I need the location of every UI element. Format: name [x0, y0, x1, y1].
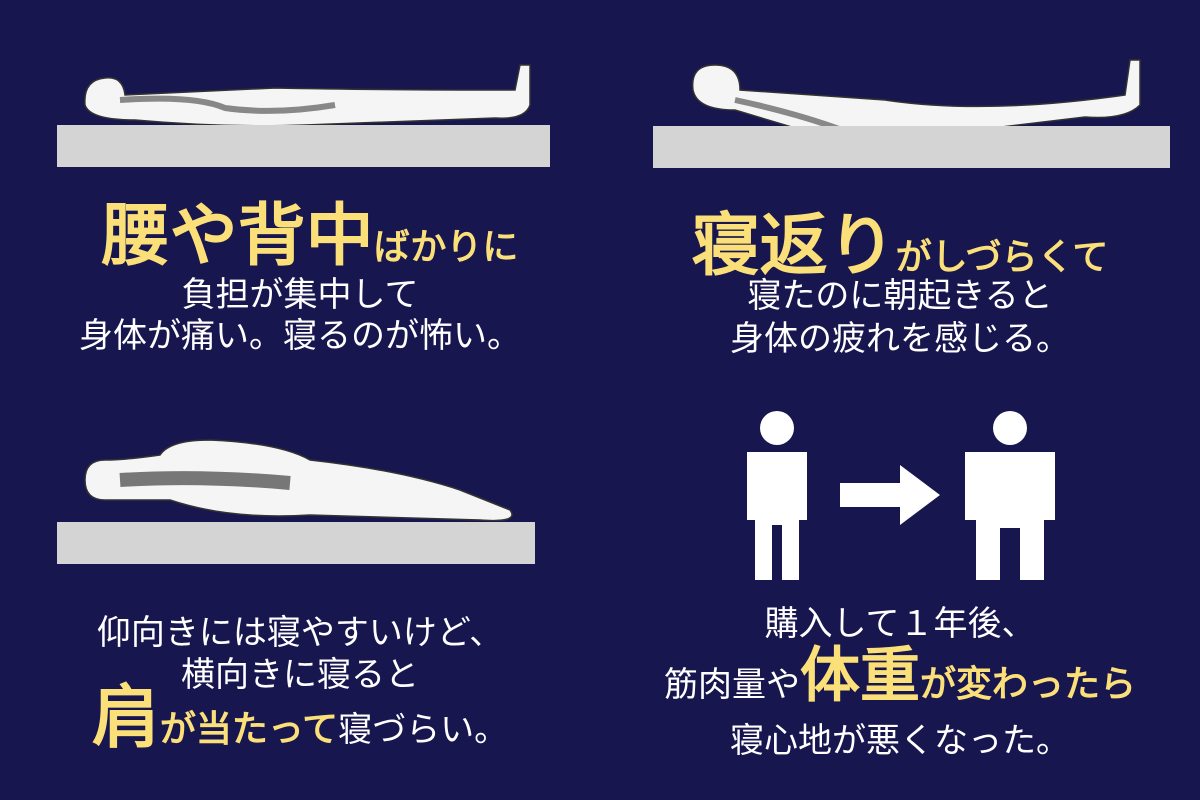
panel4-prefix: 筋肉量や [663, 665, 800, 705]
mattress [653, 126, 1170, 168]
panel4-highlight-suffix: が変わったら [919, 664, 1136, 705]
panel4-line3: 寝心地が悪くなった。 [730, 721, 1070, 761]
panel3-line2: 横向きに寝ると [181, 655, 419, 695]
person-heavy-icon [965, 411, 1055, 580]
mattress [57, 125, 550, 167]
arrow-right-icon [840, 465, 940, 525]
panel2-heading: 寝返りがしづらくて [600, 207, 1200, 286]
mattress [57, 522, 535, 564]
panel1-highlight: 腰や背中 [101, 197, 374, 276]
panel4-highlight: 体重 [799, 641, 920, 711]
panel1-heading: 腰や背中ばかりに [0, 197, 620, 276]
panel1-line1: 負担が集中して [181, 275, 419, 315]
panel3-highlight: 肩 [91, 679, 160, 758]
panel3-line1: 仰向きには寝やすいけど、 [96, 613, 504, 653]
panel4-line1: 購入して１年後、 [764, 604, 1036, 644]
person-thin-icon [747, 411, 807, 580]
panel2-line2: 身体の疲れを感じる。 [730, 319, 1070, 359]
panel2-highlight-suffix: がしづらくて [895, 237, 1109, 278]
panel3-highlight-suffix: が当たって [159, 709, 339, 750]
side-sleeping-body-illustration [84, 439, 513, 522]
panel1-line2: 身体が痛い。寝るのが怖い。 [79, 316, 521, 356]
panel1-highlight-suffix: ばかりに [373, 227, 519, 268]
panel2-highlight: 寝返り [691, 207, 896, 286]
panel3-tail: 寝づらい。 [338, 710, 509, 750]
body-on-soft-mattress-illustration [84, 64, 531, 127]
panel4-heading: 筋肉量や体重が変わったら [600, 642, 1200, 711]
panel3-heading: 肩が当たって寝づらい。 [0, 679, 600, 758]
panel2-line1: 寝たのに朝起きると [747, 276, 1053, 316]
